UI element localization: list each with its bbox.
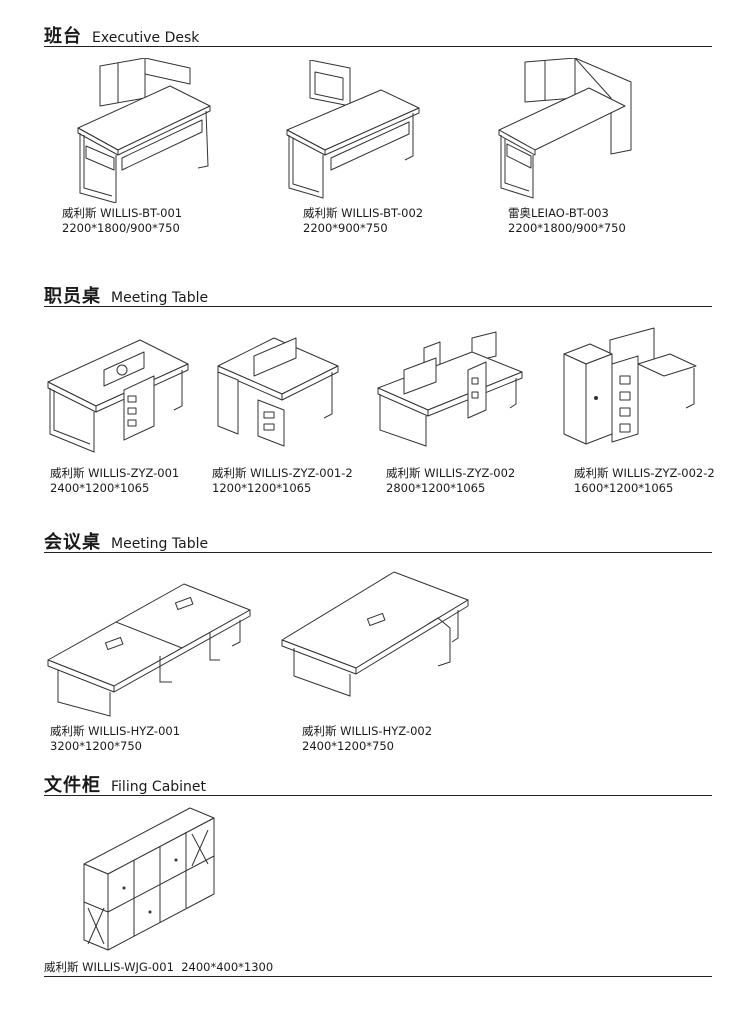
- filing-cabinet-wjg-001-illustration: [80, 804, 220, 954]
- product-caption-zyz-001: 威利斯 WILLIS-ZYZ-001 2400*1200*1065: [50, 466, 179, 496]
- product-caption-zyz-002-2: 威利斯 WILLIS-ZYZ-002-2 1600*1200*1065: [574, 466, 715, 496]
- section-title-en: Executive Desk: [92, 30, 200, 46]
- product-name: 雷奥LEIAO-BT-003: [508, 206, 609, 220]
- section-title-en: Meeting Table: [111, 536, 209, 552]
- product-caption-bt-001: 威利斯 WILLIS-BT-001 2200*1800/900*750: [62, 206, 182, 236]
- meeting-table-hyz-002-illustration: [278, 566, 473, 706]
- product-size: 2400*400*1300: [181, 960, 274, 974]
- section-header-meeting-table: 会议桌 Meeting Table: [44, 528, 712, 553]
- product-caption-hyz-001: 威利斯 WILLIS-HYZ-001 3200*1200*750: [50, 724, 180, 754]
- product-size: 2200*900*750: [303, 221, 388, 235]
- product-size: 2400*1200*750: [302, 739, 394, 753]
- product-caption-hyz-002: 威利斯 WILLIS-HYZ-002 2400*1200*750: [302, 724, 432, 754]
- product-caption-zyz-001-2: 威利斯 WILLIS-ZYZ-001-2 1200*1200*1065: [212, 466, 353, 496]
- product-caption-bt-002: 威利斯 WILLIS-BT-002 2200*900*750: [303, 206, 423, 236]
- section-title-cn: 会议桌: [44, 532, 101, 553]
- product-size: 3200*1200*750: [50, 739, 142, 753]
- section-header-filing-cabinet: 文件柜 Filing Cabinet: [44, 771, 712, 796]
- section-title-en: Meeting Table: [111, 290, 209, 306]
- product-size: 2200*1800/900*750: [508, 221, 626, 235]
- section-title-cn: 文件柜: [44, 775, 101, 796]
- executive-desk-bt-001-illustration: [70, 58, 230, 203]
- executive-desk-bt-002-illustration: [285, 60, 425, 200]
- product-size: 1200*1200*1065: [212, 481, 312, 495]
- product-name: 威利斯 WILLIS-ZYZ-001: [50, 466, 180, 480]
- product-name: 威利斯 WILLIS-BT-002: [303, 206, 424, 220]
- meeting-table-hyz-001-illustration: [44, 570, 254, 718]
- product-caption-zyz-002: 威利斯 WILLIS-ZYZ-002 2800*1200*1065: [386, 466, 515, 496]
- section-title-cn: 班台: [44, 26, 82, 47]
- staff-desk-zyz-001-2-illustration: [214, 330, 344, 452]
- product-size: 2400*1200*1065: [50, 481, 150, 495]
- section-header-staff-desk: 职员桌 Meeting Table: [44, 282, 712, 307]
- product-caption-wjg-001: 威利斯 WILLIS-WJG-001 2400*400*1300: [44, 960, 273, 975]
- product-name: 威利斯 WILLIS-BT-001: [62, 206, 183, 220]
- product-name: 威利斯 WILLIS-HYZ-002: [302, 724, 433, 738]
- product-name: 威利斯 WILLIS-HYZ-001: [50, 724, 181, 738]
- product-name: 威利斯 WILLIS-ZYZ-001-2: [212, 466, 353, 480]
- product-size: 2200*1800/900*750: [62, 221, 180, 235]
- executive-desk-bt-003-illustration: [495, 58, 645, 203]
- staff-desk-zyz-001-illustration: [44, 330, 194, 460]
- section-header-executive-desk: 班台 Executive Desk: [44, 22, 712, 47]
- bottom-divider: [44, 976, 712, 977]
- staff-desk-zyz-002-illustration: [376, 330, 526, 450]
- product-size: 1600*1200*1065: [574, 481, 674, 495]
- staff-desk-zyz-002-2-illustration: [560, 326, 700, 456]
- product-name: 威利斯 WILLIS-ZYZ-002-2: [574, 466, 715, 480]
- section-title-cn: 职员桌: [44, 286, 101, 307]
- product-name: 威利斯 WILLIS-ZYZ-002: [386, 466, 516, 480]
- section-title-en: Filing Cabinet: [111, 779, 207, 795]
- product-size: 2800*1200*1065: [386, 481, 486, 495]
- product-caption-bt-003: 雷奥LEIAO-BT-003 2200*1800/900*750: [508, 206, 626, 236]
- product-name: 威利斯 WILLIS-WJG-001: [44, 960, 174, 974]
